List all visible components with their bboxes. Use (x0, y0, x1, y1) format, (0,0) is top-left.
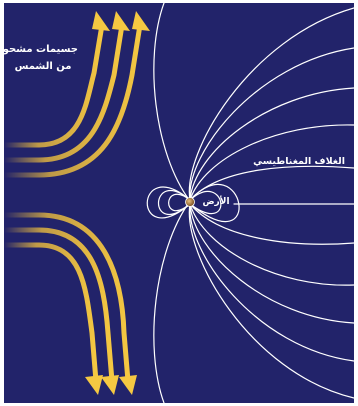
dayside-loop (146, 186, 191, 219)
solar-wind-stream (4, 242, 99, 384)
arrowhead-down (119, 375, 137, 395)
tail-line-lower (188, 203, 354, 399)
solar-wind-stream (4, 22, 105, 148)
dayside-loop (168, 193, 191, 212)
solar-wind-stream (4, 22, 125, 163)
magnetic-field-lines (146, 3, 354, 403)
earth-label: الأرض (202, 197, 230, 207)
space-background (4, 3, 354, 403)
tail-line-upper (189, 165, 354, 201)
tail-line-lower (189, 203, 354, 362)
tail-line-upper (189, 47, 354, 201)
tail-line-lower (189, 203, 354, 324)
tail-line-lower (189, 203, 354, 286)
arrowhead-down (101, 375, 119, 395)
solar-wind-stream (4, 227, 115, 384)
solar-particles-label-line2: من الشمس (14, 61, 72, 72)
solar-particles-label-line1: جسيمات مشحونة (0, 44, 78, 55)
arrowhead-up (92, 11, 110, 31)
magnetosphere-diagram (4, 3, 354, 403)
arrowhead-up (112, 11, 130, 31)
tail-line-lower (189, 203, 354, 245)
nightside-loop (189, 190, 222, 215)
tail-line-upper (188, 7, 354, 201)
solar-wind-stream (4, 22, 143, 178)
arrowhead-down (85, 375, 103, 395)
tail-line-upper (189, 124, 354, 201)
earth-icon (185, 197, 195, 207)
tail-line-upper (189, 87, 354, 201)
solar-wind-stream (4, 212, 131, 384)
magnetosphere-label: الغلاف المغناطيسي (253, 156, 345, 167)
solar-wind-arrowheads (85, 11, 150, 395)
arrowhead-up (132, 11, 150, 31)
dayside-loop (157, 189, 191, 216)
solar-wind-streams (4, 22, 143, 384)
